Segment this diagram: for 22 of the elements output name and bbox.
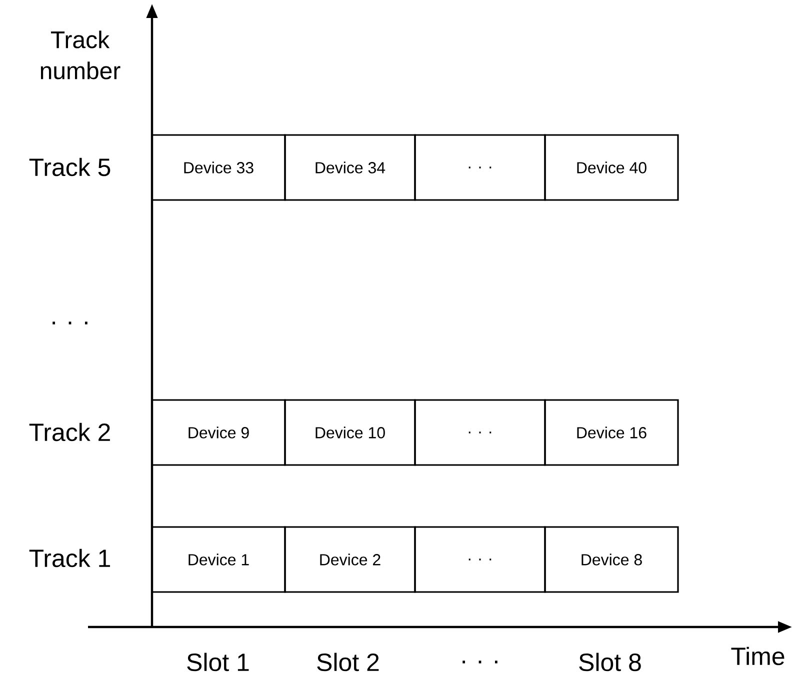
slot-cell: . . . [414,526,546,593]
slot-cell: Device 10 [284,399,416,466]
slot-cell: Device 40 [544,134,679,201]
axis-label: Track 2 [29,422,110,442]
slot-cell: Device 8 [544,526,679,593]
axis-label: Time [731,646,784,666]
axis-label: . . . [462,660,498,664]
axis-label: Slot 1 [187,652,249,672]
axis-label: Track number [40,30,120,80]
axis-label: . . . [52,322,88,324]
slot-cell: Device 34 [284,134,416,201]
slot-cell: Device 1 [151,526,286,593]
axis-label: Slot 2 [317,652,379,672]
slot-cell: Device 16 [544,399,679,466]
slot-cell: Device 9 [151,399,286,466]
slot-cell: Device 2 [284,526,416,593]
slot-cell: Device 33 [151,134,286,201]
slot-cell: . . . [414,134,546,201]
axis-label: Track 1 [29,548,110,568]
slot-cell: . . . [414,399,546,466]
axis-label: Track 5 [29,158,110,176]
axis-label: Slot 8 [579,652,641,672]
